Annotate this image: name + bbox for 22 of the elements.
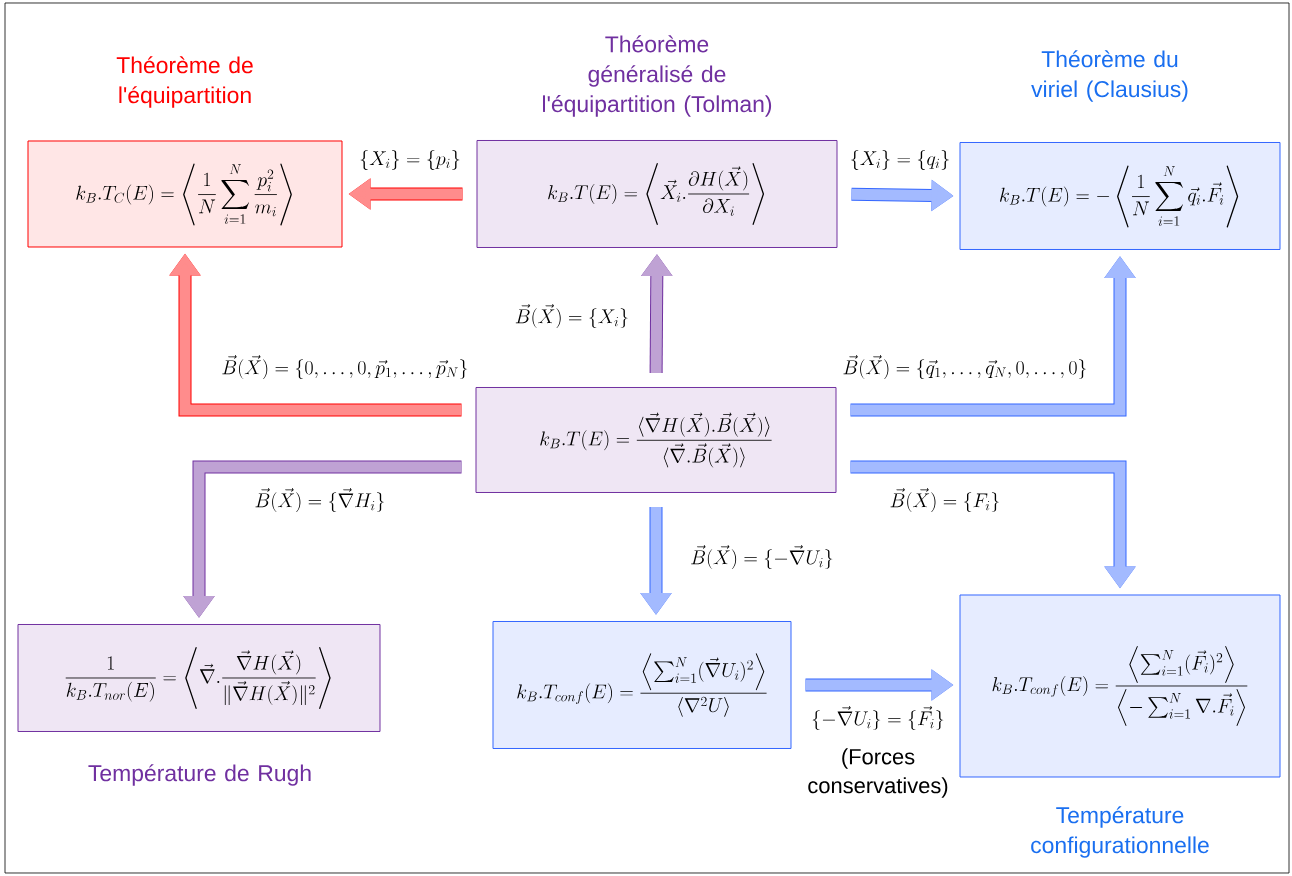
formula-box: $k_B.T(E)=\frac{\langle \vec{\nabla} H(\vec{X}).\vec{B}(\vec{X})\rangle}{\langle \vec{\nabla}.\vec{B}(\vec{X})\rangle}$	[475, 387, 837, 493]
note-text: (Forces conservatives)	[808, 748, 948, 798]
box-heading: Théorème de l'équipartition	[116, 56, 253, 108]
formula-box: $\frac{1}{k_B.T_{nor}(E)}=\left\langle \vec{\nabla}.\frac{\vec{\nabla} H(\vec{X})}{\|\vec{\nabla} H(\vec{X})\|^2}\right\rangle$	[17, 624, 381, 732]
formula-box: $k_B.T_C(E)=\left\langle \frac{1}{N}\sum_{i=1}^{N}\frac{p_i^2}{m_i}\right\rangle$	[27, 140, 343, 248]
edge-label: $\vec{B}(\vec{X})=\{-\vec{\nabla}U_i\}$	[689, 543, 835, 571]
edge-label: $\vec{B}(\vec{X})=\{0,\dots,0,\vec{p}_1,\dots,\vec{p}_N\}$	[220, 353, 470, 381]
formula-box: $k_B.T_{conf}(E)=\frac{\left\langle \sum_{i=1}^{N}(\vec{F}_i)^2\right\rangle}{\left\langle -\sum_{i=1}^{N}\nabla.\vec{F}_i\right\rangle}$	[959, 594, 1281, 778]
edge-label: $\vec{B}(\vec{X})=\{\vec{\nabla}H_i\}$	[253, 486, 387, 514]
box-heading: Température configurationnelle	[1031, 806, 1209, 858]
edge-label: $\{X_i\}=\{q_i\}$	[848, 149, 952, 171]
edge-label: $\vec{B}(\vec{X})=\{F_i\}$	[888, 486, 1002, 514]
edge-label: $\{X_i\}=\{p_i\}$	[358, 149, 462, 171]
edge-label: $\vec{B}(\vec{X})=\{X_i\}$	[513, 302, 631, 330]
box-heading: Théorème généralisé de l'équipartition (Tolman)	[543, 35, 772, 117]
box-heading: Température de Rugh	[88, 764, 311, 786]
formula-box: $k_B.T_{conf}(E)=\frac{\left\langle \sum_{i=1}^{N}(\vec{\nabla} U_i)^2\right\rangle}{\langle \nabla^2 U\rangle}$	[492, 621, 792, 749]
box-heading: Théorème du viriel (Clausius)	[1031, 50, 1188, 102]
edge-label: $\{-\vec{\nabla}U_i\}=\{\vec{F}_i\}$	[810, 704, 946, 732]
edge-label: $\vec{B}(\vec{X})=\{\vec{q}_1,\dots,\vec{q}_N,0,\dots,0\}$	[841, 353, 1089, 381]
formula-box: $k_B.T(E)=\left\langle \vec{X}_i.\frac{\partial H(\vec{X})}{\partial X_i}\right\rangle$	[476, 140, 838, 248]
formula-box: $k_B.T(E)=-\left\langle \frac{1}{N}\sum_{i=1}^{N}\vec{q}_i.\vec{F}_i\right\rangle$	[959, 142, 1281, 250]
